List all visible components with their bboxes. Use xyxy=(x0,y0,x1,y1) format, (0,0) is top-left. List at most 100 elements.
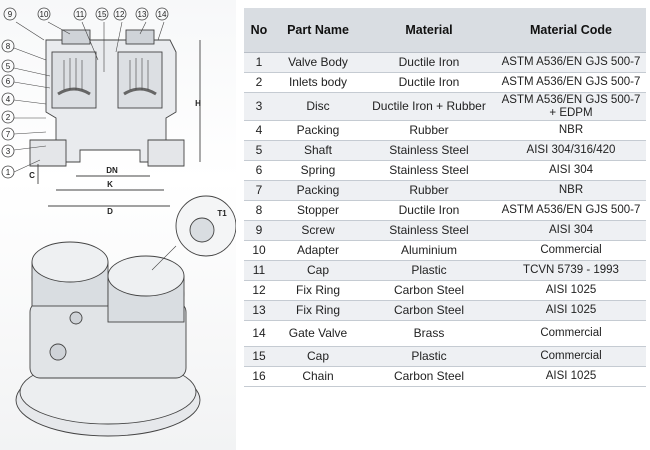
callout-14: 14 xyxy=(158,10,167,19)
callout-group: 9 10 11 15 12 13 14 8 5 6 4 2 7 3 1 xyxy=(1,7,169,179)
cell-material: Stainless Steel xyxy=(362,140,496,161)
cell-part-name: Gate Valve xyxy=(274,320,362,347)
header-part-name: Part Name xyxy=(274,8,362,53)
right-cap-3d xyxy=(107,255,185,297)
cell-part-name: Cap xyxy=(274,260,362,281)
dim-c: C xyxy=(29,171,35,180)
cell-material: Stainless Steel xyxy=(362,220,496,241)
cell-part-name: Fix Ring xyxy=(274,300,362,321)
table-header-row: No Part Name Material Material Code xyxy=(244,8,646,53)
cell-no: 10 xyxy=(244,240,274,261)
callout-12: 12 xyxy=(116,10,125,19)
cell-material: Carbon Steel xyxy=(362,280,496,301)
cell-material-code: ASTM A536/EN GJS 500-7 xyxy=(496,52,646,73)
cell-part-name: Cap xyxy=(274,346,362,367)
cell-material-code: ASTM A536/EN GJS 500-7 + EDPM xyxy=(496,92,646,121)
dim-dn: DN xyxy=(106,166,118,175)
left-cap-3d xyxy=(31,241,109,283)
cell-no: 4 xyxy=(244,120,274,141)
technical-drawing-panel: 9 10 11 15 12 13 14 8 5 6 4 2 7 3 1 H C … xyxy=(0,0,236,450)
cell-material-code: Commercial xyxy=(496,346,646,367)
callout-8: 8 xyxy=(6,42,11,51)
cell-no: 8 xyxy=(244,200,274,221)
cell-material: Rubber xyxy=(362,180,496,201)
callout-11: 11 xyxy=(76,10,85,19)
dim-t1: T1 xyxy=(217,209,227,218)
cell-no: 1 xyxy=(244,52,274,73)
cell-part-name: Stopper xyxy=(274,200,362,221)
cell-material: Ductile Iron xyxy=(362,72,496,93)
callout-1: 1 xyxy=(6,168,11,177)
cell-part-name: Spring xyxy=(274,160,362,181)
dim-d: D xyxy=(107,207,113,216)
cell-material-code: Commercial xyxy=(496,320,646,347)
cell-material: Ductile Iron xyxy=(362,200,496,221)
cell-material-code: AISI 304 xyxy=(496,160,646,181)
cell-no: 5 xyxy=(244,140,274,161)
header-no: No xyxy=(244,8,274,53)
dimension-labels: H C DN K D T1 xyxy=(29,99,227,218)
cell-material: Rubber xyxy=(362,120,496,141)
header-material-code: Material Code xyxy=(496,8,646,53)
cell-no: 3 xyxy=(244,92,274,121)
callout-4: 4 xyxy=(6,95,11,104)
header-material: Material xyxy=(362,8,496,53)
cell-part-name: Screw xyxy=(274,220,362,241)
cell-part-name: Packing xyxy=(274,120,362,141)
cell-no: 14 xyxy=(244,320,274,347)
cell-part-name: Adapter xyxy=(274,240,362,261)
callout-7: 7 xyxy=(6,130,11,139)
cell-material-code: AISI 1025 xyxy=(496,280,646,301)
cell-material: Carbon Steel xyxy=(362,366,496,387)
cell-material: Carbon Steel xyxy=(362,300,496,321)
callout-3: 3 xyxy=(6,147,11,156)
cell-material-code: NBR xyxy=(496,120,646,141)
dim-k: K xyxy=(107,180,113,189)
cell-part-name: Disc xyxy=(274,92,362,121)
cell-material-code: Commercial xyxy=(496,240,646,261)
cell-no: 6 xyxy=(244,160,274,181)
cell-material-code: NBR xyxy=(496,180,646,201)
right-outlet-section xyxy=(117,51,163,109)
cell-material-code: AISI 1025 xyxy=(496,300,646,321)
gate-valve-3d xyxy=(49,343,67,361)
callout-2: 2 xyxy=(6,113,11,122)
left-outlet-section xyxy=(51,51,97,109)
cell-material-code: AISI 1025 xyxy=(496,366,646,387)
cell-material-code: ASTM A536/EN GJS 500-7 xyxy=(496,200,646,221)
valve-drawing: 9 10 11 15 12 13 14 8 5 6 4 2 7 3 1 H C … xyxy=(1,7,236,437)
cell-part-name: Inlets body xyxy=(274,72,362,93)
cell-material: Aluminium xyxy=(362,240,496,261)
callout-15: 15 xyxy=(98,10,107,19)
cell-part-name: Fix Ring xyxy=(274,280,362,301)
callout-5: 5 xyxy=(6,62,11,71)
cell-part-name: Chain xyxy=(274,366,362,387)
callout-10: 10 xyxy=(40,10,49,19)
cell-part-name: Shaft xyxy=(274,140,362,161)
cell-material: Ductile Iron xyxy=(362,52,496,73)
callout-6: 6 xyxy=(6,77,11,86)
cell-material: Plastic xyxy=(362,260,496,281)
cell-part-name: Valve Body xyxy=(274,52,362,73)
cell-material-code: AISI 304 xyxy=(496,220,646,241)
cell-no: 9 xyxy=(244,220,274,241)
cell-material: Stainless Steel xyxy=(362,160,496,181)
callout-9: 9 xyxy=(8,10,13,19)
cell-no: 11 xyxy=(244,260,274,281)
